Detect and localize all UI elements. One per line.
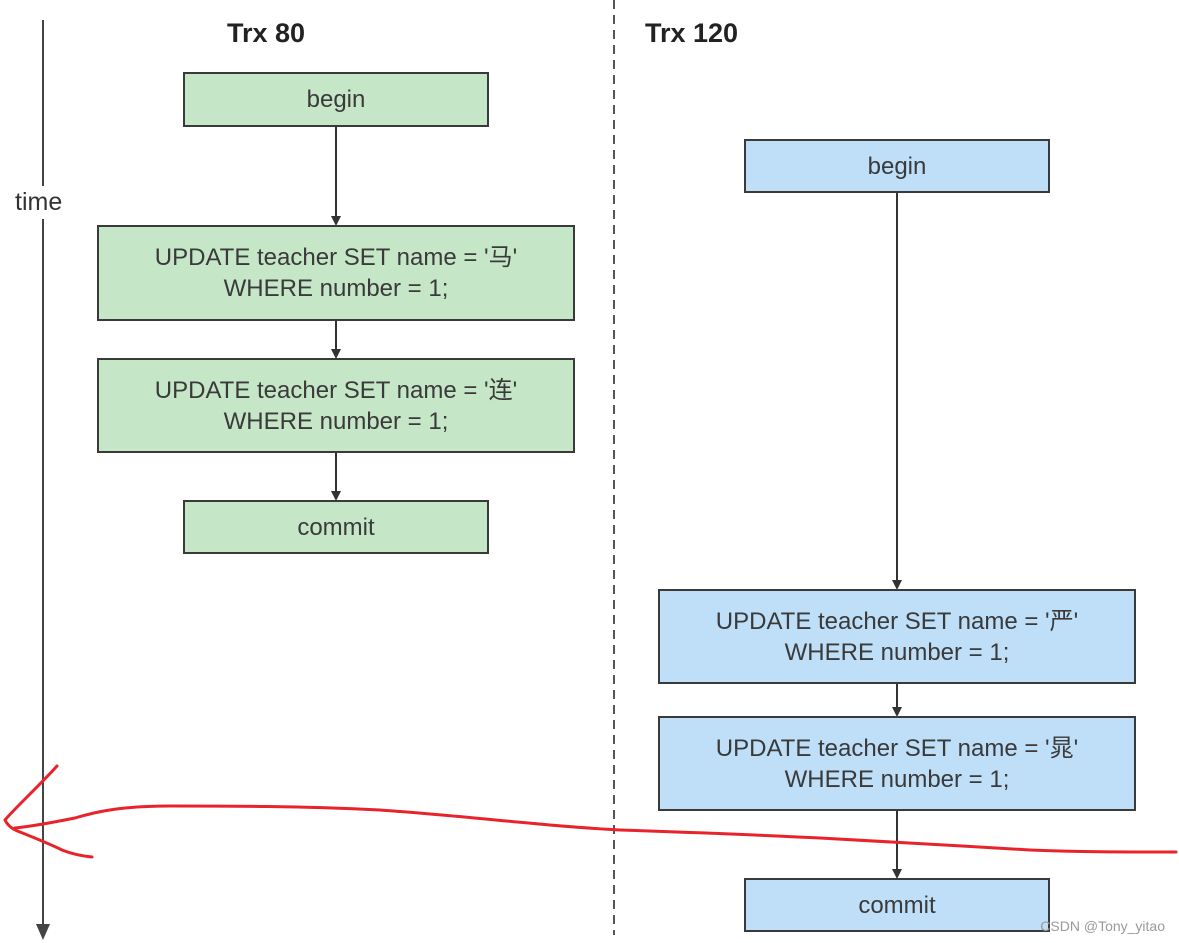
red-annotation-arrow	[13, 804, 1178, 854]
trx120-update-1-line-2: WHERE number = 1;	[784, 638, 1010, 666]
trx120-begin-box: begin	[744, 139, 1050, 193]
trx120-update-1-box: UPDATE teacher SET name = '严' WHERE numb…	[658, 589, 1136, 684]
trx120-title: Trx 120	[645, 18, 739, 48]
trx80-update-2-box: UPDATE teacher SET name = '连' WHERE numb…	[97, 358, 575, 453]
trx120-commit-text: commit	[858, 891, 936, 919]
trx120-commit-box: commit	[744, 878, 1050, 932]
trx80-title: Trx 80	[227, 18, 306, 48]
watermark: CSDN @Tony_yitao	[1040, 918, 1165, 934]
trx80-update-1-line-2: WHERE number = 1;	[223, 275, 449, 302]
trx80-commit-box: commit	[183, 500, 489, 554]
trx80-begin-box: begin	[183, 72, 489, 127]
trx80-update-2-line-2: WHERE number = 1;	[223, 407, 449, 435]
trx120-update-1-line-1: UPDATE teacher SET name = '严'	[715, 607, 1079, 635]
trx80-update-1-box: UPDATE teacher SET name = '马' WHERE numb…	[97, 225, 575, 321]
trx120-begin-text: begin	[867, 152, 927, 180]
trx80-update-2-line-1: UPDATE teacher SET name = '连'	[154, 376, 518, 404]
trx120-update-2-line-2: WHERE number = 1;	[784, 765, 1010, 793]
trx80-update-1-line-1: UPDATE teacher SET name = '马'	[154, 244, 518, 271]
time-label: time	[13, 186, 65, 219]
time-axis-arrowhead	[36, 924, 50, 940]
trx120-update-2-box: UPDATE teacher SET name = '晁' WHERE numb…	[658, 716, 1136, 811]
trx80-commit-text: commit	[297, 513, 375, 541]
trx80-begin-text: begin	[306, 86, 366, 113]
red-arrowhead-upper-stroke	[3, 764, 59, 834]
trx120-update-2-line-1: UPDATE teacher SET name = '晁'	[715, 734, 1079, 762]
red-arrowhead-lower-stroke	[18, 830, 94, 859]
